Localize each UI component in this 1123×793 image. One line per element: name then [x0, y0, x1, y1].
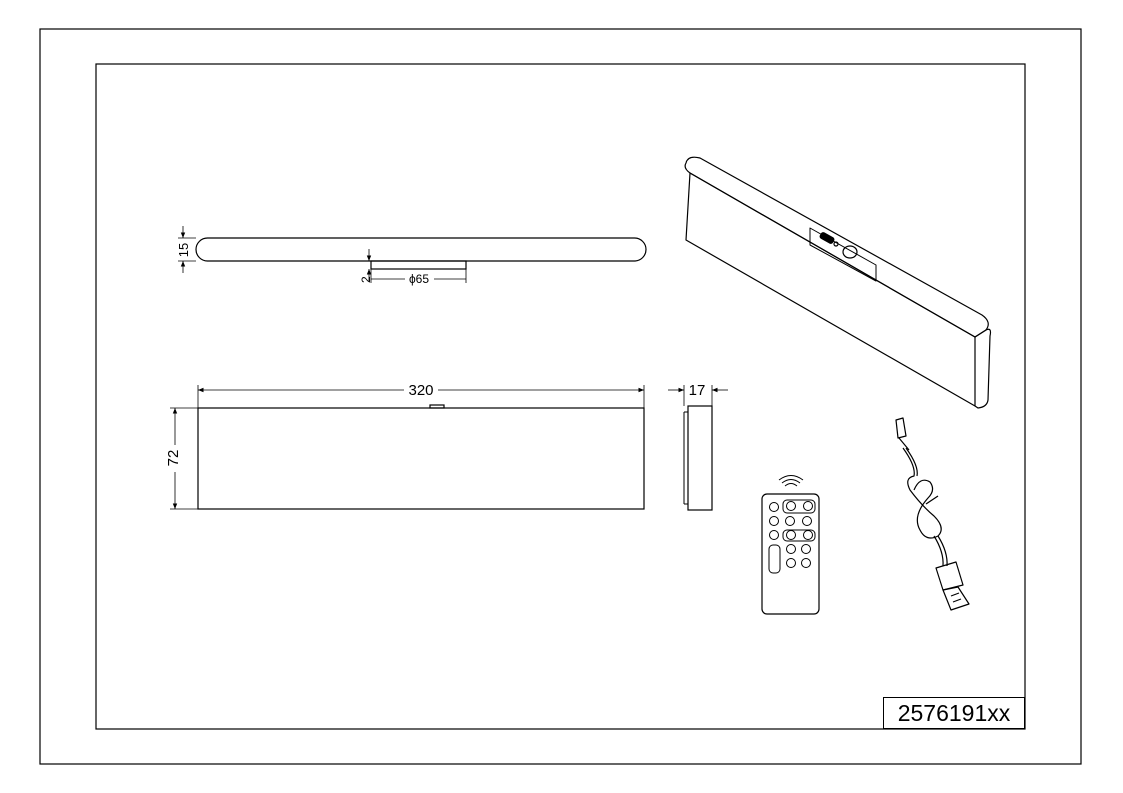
dim-length: 320: [408, 382, 433, 399]
dim-bracket-depth: 2: [359, 276, 373, 283]
dim-height: 72: [165, 450, 182, 467]
lamp-front: [197, 407, 645, 510]
dim-bracket-diameter: ϕ65: [409, 272, 429, 286]
top-view: [178, 226, 647, 283]
dim-depth: 17: [689, 382, 706, 399]
lamp-side: [687, 405, 713, 511]
side-view: [668, 385, 728, 511]
remote-control: [761, 475, 820, 615]
sensor-notch: [429, 404, 445, 409]
isometric-view: [684, 156, 992, 409]
dim-thickness: 15: [176, 243, 191, 257]
part-number-box: 2576191xx: [883, 697, 1025, 729]
outer-frame: [39, 28, 1082, 765]
lamp-top-profile: [195, 237, 647, 262]
front-view: [170, 385, 645, 510]
remote-body: [761, 493, 820, 615]
usb-cable: [895, 417, 970, 611]
inner-frame: [95, 63, 1026, 730]
mounting-bracket: [370, 260, 467, 270]
